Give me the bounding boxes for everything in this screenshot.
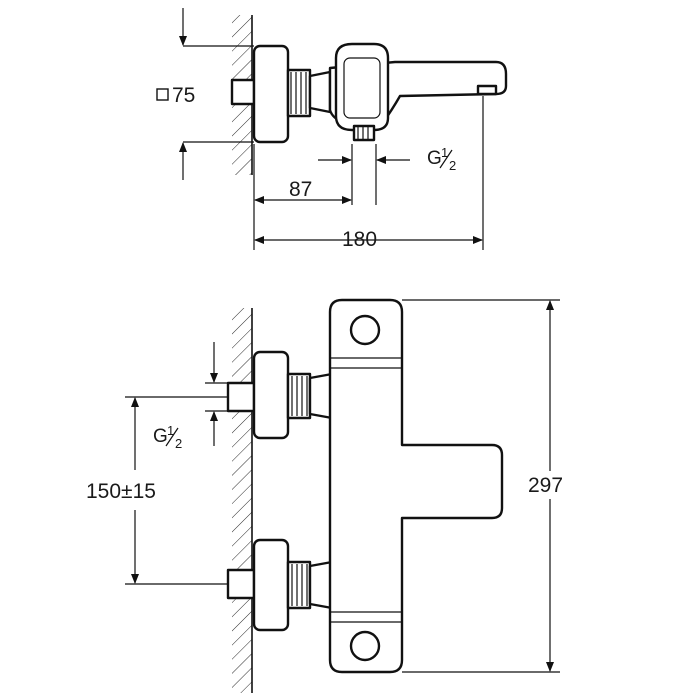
top-total-depth-dim: 180: [254, 96, 484, 251]
front-inlet-spacing-dim: 150±15: [86, 396, 228, 585]
top-aerator: [476, 84, 498, 96]
front-thread-num: 1: [167, 423, 174, 438]
front-view: 297 G 1 2 150±15: [86, 298, 563, 693]
top-outlet-offset-dim: 87: [253, 144, 352, 250]
top-outlet-nut: [352, 124, 376, 142]
inlet-spacing-value: 150±15: [86, 480, 156, 503]
height-value: 297: [528, 474, 563, 497]
top-control-handle: [334, 42, 390, 132]
front-mixer-body: [328, 298, 504, 674]
top-thread-num: 1: [441, 145, 448, 160]
square-dim-value: 75: [172, 84, 195, 107]
top-threaded-nut: [286, 68, 312, 118]
flow-knob-icon: [349, 630, 381, 662]
top-thread-dim: G 1 2: [318, 144, 456, 205]
temperature-knob-icon: [349, 314, 381, 346]
square-symbol-icon: [156, 88, 169, 101]
top-inlet-connector: [230, 78, 256, 106]
front-height-dim: 297: [402, 299, 563, 673]
top-square-dim: 75: [156, 8, 254, 180]
top-neck: [308, 70, 332, 114]
outlet-offset-value: 87: [289, 178, 312, 201]
front-thread-label: G: [153, 426, 168, 447]
top-handle-inner: [343, 57, 381, 119]
total-depth-value: 180: [342, 228, 377, 251]
front-lower-inlet: [226, 538, 334, 632]
front-thread-dim: G 1 2: [153, 342, 228, 451]
top-view: 75 G 1 2 87 180: [156, 8, 508, 251]
top-thread-den: 2: [449, 158, 456, 173]
front-wall: [232, 308, 253, 693]
front-thread-den: 2: [175, 436, 182, 451]
top-thread-label: G: [427, 148, 442, 169]
front-upper-inlet: [226, 350, 334, 440]
top-wall-plate: [252, 44, 290, 144]
